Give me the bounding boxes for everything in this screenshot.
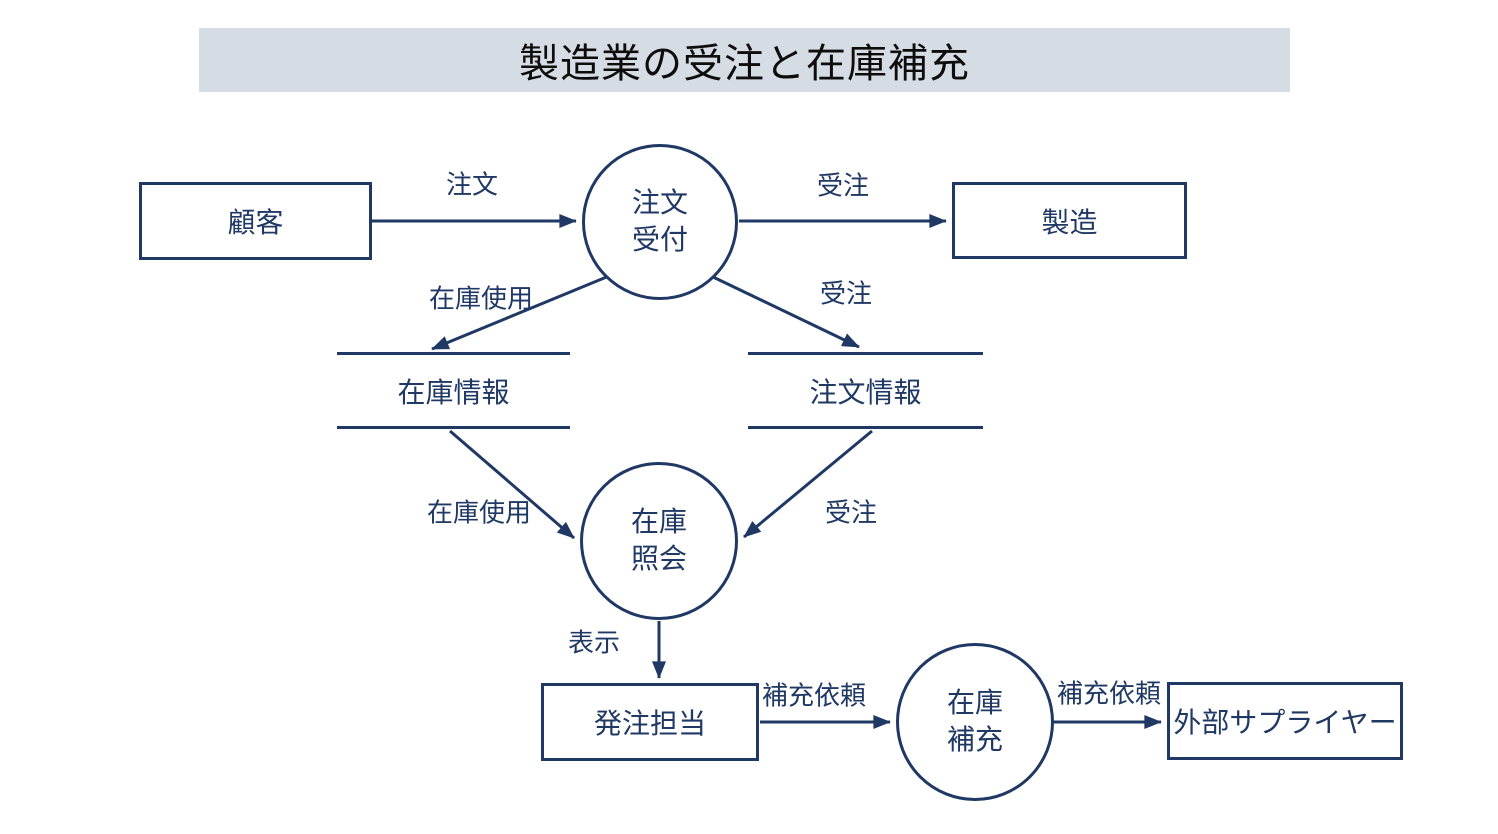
datastore-order-info-label: 注文情報 bbox=[809, 376, 922, 408]
datastore-inventory-info: 在庫情報 bbox=[337, 352, 570, 429]
flow-label-received-top: 受注 bbox=[816, 170, 870, 201]
process-order-entry: 注文 受付 bbox=[582, 144, 738, 300]
diagram-title-banner: 製造業の受注と在庫補充 bbox=[199, 28, 1290, 92]
entity-customer: 顧客 bbox=[139, 182, 372, 260]
flow-label-inventory-use-lower: 在庫使用 bbox=[426, 497, 532, 528]
entity-order-clerk-label: 発注担当 bbox=[593, 708, 706, 739]
process-order-entry-label-line2: 受付 bbox=[631, 224, 688, 255]
flow-label-refill-request-right: 補充依頼 bbox=[1056, 678, 1162, 709]
process-order-entry-label-line1: 注文 bbox=[631, 187, 688, 219]
flow-arrow-inventory-use-lower bbox=[449, 429, 575, 540]
diagram-title: 製造業の受注と在庫補充 bbox=[519, 42, 970, 86]
entity-order-clerk: 発注担当 bbox=[541, 683, 759, 761]
process-inventory-refill: 在庫 補充 bbox=[896, 643, 1054, 801]
flow-label-inventory-use-upper: 在庫使用 bbox=[428, 283, 534, 314]
entity-supplier: 外部サプライヤー bbox=[1167, 682, 1403, 760]
datastore-inventory-info-label: 在庫情報 bbox=[397, 376, 510, 408]
flow-arrow-inventory-use-upper bbox=[431, 274, 610, 351]
entity-manufacturing: 製造 bbox=[952, 182, 1187, 259]
datastore-order-info: 注文情報 bbox=[748, 352, 983, 429]
process-inventory-check-label-line2: 照会 bbox=[630, 543, 687, 574]
process-inventory-check-label-line1: 在庫 bbox=[630, 506, 687, 538]
flow-label-display: 表示 bbox=[567, 627, 621, 658]
flow-label-refill-request-left: 補充依頼 bbox=[761, 680, 867, 711]
flow-label-received-lower: 受注 bbox=[824, 497, 878, 528]
process-inventory-check: 在庫 照会 bbox=[580, 462, 738, 620]
entity-manufacturing-label: 製造 bbox=[1041, 206, 1098, 238]
entity-customer-label: 顧客 bbox=[227, 207, 284, 238]
entity-supplier-label: 外部サプライヤー bbox=[1173, 707, 1397, 738]
flow-arrow-received-mid bbox=[710, 274, 860, 349]
flow-label-order: 注文 bbox=[445, 169, 499, 200]
process-inventory-refill-label-line1: 在庫 bbox=[946, 687, 1003, 719]
flow-label-received-mid: 受注 bbox=[819, 278, 873, 309]
process-inventory-refill-label-line2: 補充 bbox=[946, 724, 1003, 755]
flow-arrow-received-lower bbox=[743, 429, 873, 539]
